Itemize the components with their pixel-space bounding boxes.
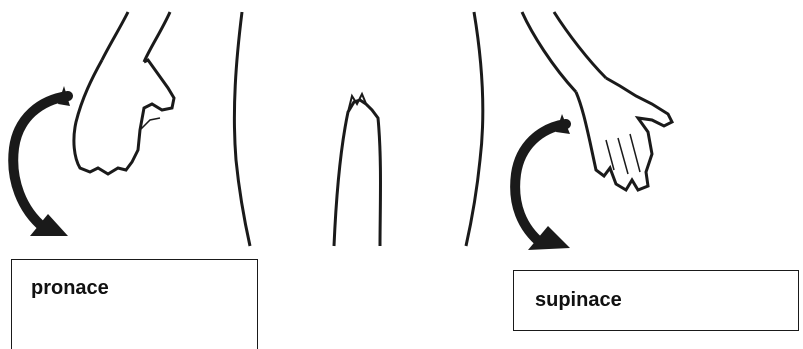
torso-left-outline bbox=[234, 12, 250, 246]
pronation-arrow-icon bbox=[13, 86, 70, 236]
pronation-label: pronace bbox=[31, 277, 109, 300]
pronation-label-box bbox=[11, 259, 258, 349]
pronated-hand bbox=[74, 12, 174, 174]
supinated-hand bbox=[522, 12, 672, 190]
torso-right-outline bbox=[466, 12, 483, 246]
leg-inner-outline bbox=[334, 100, 381, 246]
supination-label: supinace bbox=[535, 289, 622, 312]
supination-arrow-icon bbox=[515, 114, 570, 250]
